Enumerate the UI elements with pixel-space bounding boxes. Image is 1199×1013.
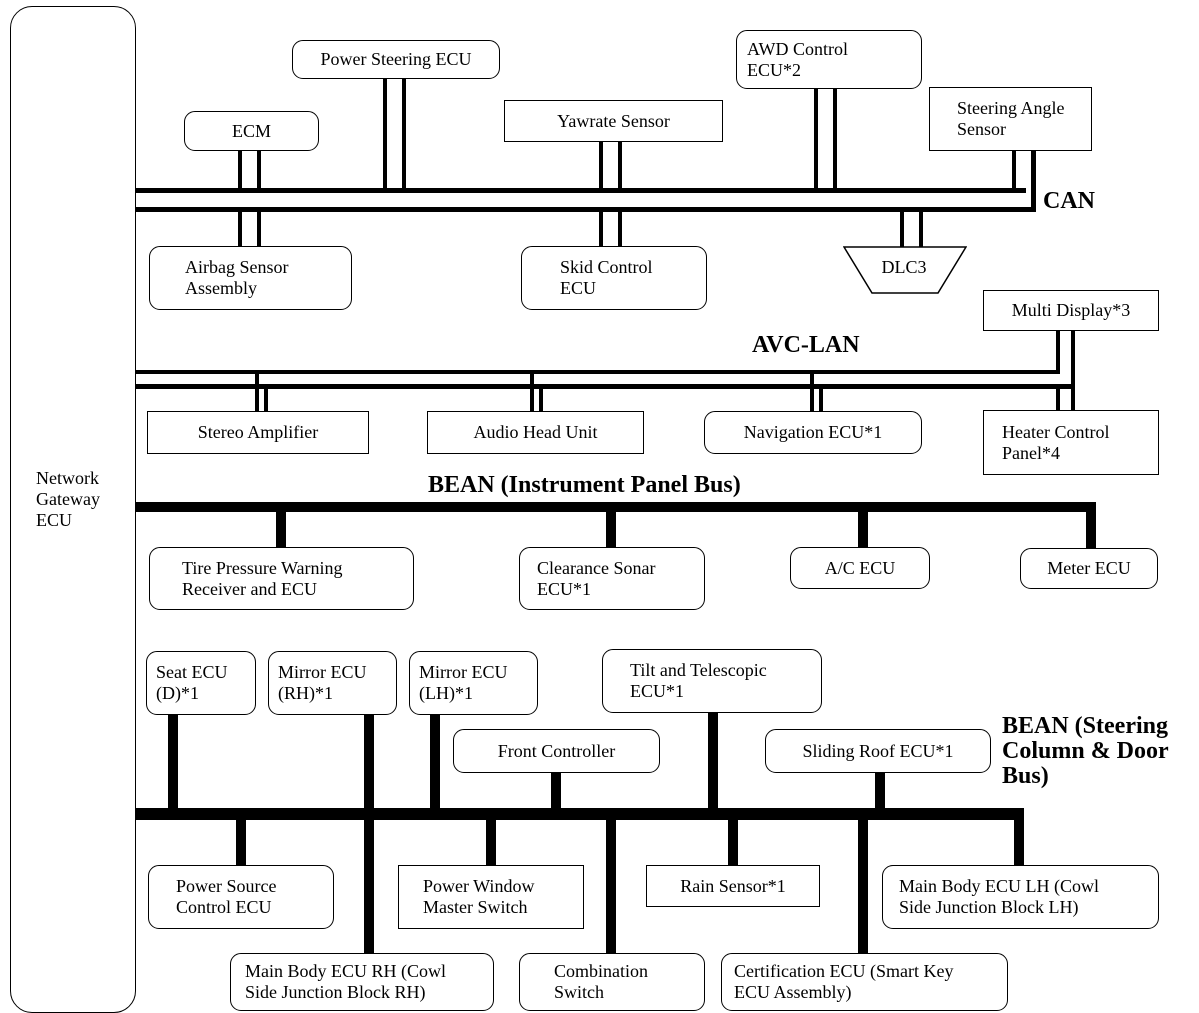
bean-instrument-panel-label: BEAN (Instrument Panel Bus) [428, 472, 741, 498]
seat-ecu-label: Seat ECU (D)*1 [156, 662, 228, 703]
clearance-sonar-ecu-label: Clearance Sonar ECU*1 [537, 557, 656, 599]
airbag-sensor-assembly-label: Airbag Sensor Assembly [185, 257, 289, 298]
ecm: ECM [184, 111, 319, 151]
power-window-master-switch-label: Power Window Master Switch [423, 876, 535, 917]
navigation-ecu: Navigation ECU*1 [704, 411, 922, 454]
yawrate-sensor: Yawrate Sensor [504, 100, 723, 142]
power-steering-ecu: Power Steering ECU [292, 40, 500, 79]
bean-steering-column-lines [136, 712, 1024, 954]
power-steering-ecu-label: Power Steering ECU [320, 49, 472, 69]
multi-display-label: Multi Display*3 [1011, 300, 1131, 320]
steering-angle-sensor-label: Steering Angle Sensor [957, 98, 1065, 139]
avc-lan-lines [136, 330, 1075, 412]
mirror-ecu-rh: Mirror ECU (RH)*1 [268, 651, 397, 715]
meter-ecu-label: Meter ECU [1047, 558, 1131, 578]
multi-display: Multi Display*3 [983, 290, 1159, 331]
main-body-ecu-rh: Main Body ECU RH (Cowl Side Junction Blo… [230, 953, 494, 1011]
sliding-roof-ecu: Sliding Roof ECU*1 [765, 729, 991, 773]
power-window-master-switch: Power Window Master Switch [398, 865, 584, 929]
audio-head-unit: Audio Head Unit [427, 411, 644, 454]
stereo-amplifier: Stereo Amplifier [147, 411, 369, 454]
combination-switch-label: Combination Switch [554, 961, 648, 1002]
mirror-ecu-lh: Mirror ECU (LH)*1 [409, 651, 538, 715]
avc-lan-label: AVC-LAN [752, 332, 860, 358]
ac-ecu: A/C ECU [790, 547, 930, 589]
can-bus-label: CAN [1043, 188, 1095, 214]
ac-ecu-label: A/C ECU [824, 557, 896, 578]
main-body-ecu-rh-label: Main Body ECU RH (Cowl Side Junction Blo… [245, 961, 447, 1002]
ecm-label: ECM [231, 120, 271, 141]
bean-instrument-panel-lines [136, 502, 1096, 550]
rain-sensor-label: Rain Sensor*1 [680, 875, 786, 896]
mirror-ecu-lh-label: Mirror ECU (LH)*1 [419, 662, 508, 703]
network-gateway-ecu [10, 6, 136, 1013]
tilt-telescopic-ecu-label: Tilt and Telescopic ECU*1 [630, 660, 767, 701]
tire-pressure-warning-ecu-label: Tire Pressure Warning Receiver and ECU [182, 557, 343, 599]
power-source-control-ecu: Power Source Control ECU [148, 865, 334, 929]
sliding-roof-ecu-label: Sliding Roof ECU*1 [802, 740, 954, 761]
awd-control-ecu: AWD Control ECU*2 [736, 30, 922, 89]
front-controller-label: Front Controller [497, 740, 616, 761]
skid-control-ecu: Skid Control ECU [521, 246, 707, 310]
certification-ecu-label: Certification ECU (Smart Key ECU Assembl… [734, 961, 954, 1002]
yawrate-sensor-label: Yawrate Sensor [557, 110, 670, 131]
power-source-control-ecu-label: Power Source Control ECU [176, 876, 277, 917]
rain-sensor: Rain Sensor*1 [646, 865, 820, 907]
audio-head-unit-label: Audio Head Unit [473, 422, 598, 442]
combination-switch: Combination Switch [519, 953, 705, 1011]
network-gateway-label: Network Gateway ECU [36, 468, 100, 530]
skid-control-ecu-label: Skid Control ECU [560, 257, 653, 298]
airbag-sensor-assembly: Airbag Sensor Assembly [149, 246, 352, 310]
tire-pressure-warning-ecu: Tire Pressure Warning Receiver and ECU [149, 547, 414, 610]
seat-ecu: Seat ECU (D)*1 [146, 651, 256, 715]
clearance-sonar-ecu: Clearance Sonar ECU*1 [519, 547, 705, 610]
main-body-ecu-lh: Main Body ECU LH (Cowl Side Junction Blo… [882, 865, 1159, 929]
front-controller: Front Controller [453, 729, 660, 773]
heater-control-panel-label: Heater Control Panel*4 [1002, 421, 1110, 463]
steering-angle-sensor: Steering Angle Sensor [929, 87, 1092, 151]
can-bus-lines [136, 78, 1036, 247]
main-body-ecu-lh-label: Main Body ECU LH (Cowl Side Junction Blo… [899, 876, 1099, 917]
mirror-ecu-rh-label: Mirror ECU (RH)*1 [278, 662, 367, 703]
heater-control-panel: Heater Control Panel*4 [983, 410, 1159, 475]
meter-ecu: Meter ECU [1020, 548, 1158, 589]
navigation-ecu-label: Navigation ECU*1 [743, 422, 883, 442]
stereo-amplifier-label: Stereo Amplifier [197, 422, 319, 442]
tilt-telescopic-ecu: Tilt and Telescopic ECU*1 [602, 649, 822, 713]
dlc3-label: DLC3 [881, 257, 927, 277]
certification-ecu: Certification ECU (Smart Key ECU Assembl… [721, 953, 1008, 1011]
bean-steering-column-label: BEAN (Steering Column & Door Bus) [1002, 713, 1169, 789]
awd-control-ecu-label: AWD Control ECU*2 [747, 38, 849, 80]
dlc3-connector [843, 246, 967, 294]
